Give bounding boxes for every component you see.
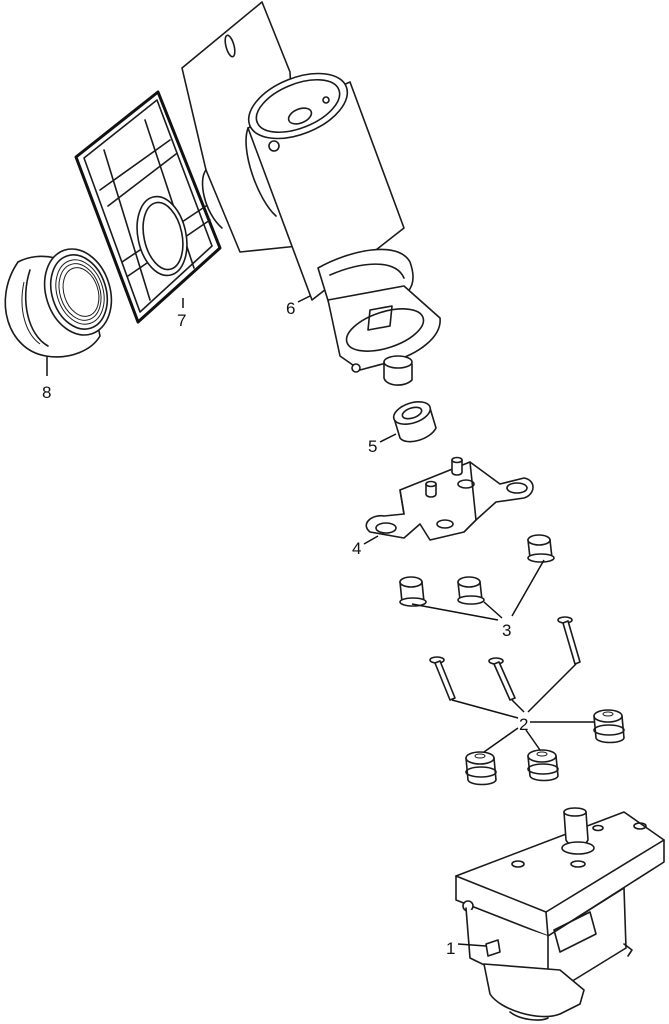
callout-4: 4 xyxy=(352,539,361,558)
bushing xyxy=(527,534,555,563)
part-2-screws-and-grommets xyxy=(429,616,625,786)
leader-line xyxy=(511,559,545,617)
part-5-coupling xyxy=(392,401,437,443)
leader-line xyxy=(525,729,541,751)
callout-2: 2 xyxy=(519,715,528,734)
callout-6: 6 xyxy=(286,299,295,318)
grommet xyxy=(527,749,559,782)
leader-line xyxy=(483,727,519,753)
leader-line xyxy=(457,943,487,947)
callout-5: 5 xyxy=(368,437,377,456)
part-7-grille-frame xyxy=(74,90,222,324)
bushing xyxy=(457,576,485,605)
part-8-threaded-ring xyxy=(4,248,113,358)
leader-line xyxy=(511,699,525,713)
leader-line xyxy=(483,601,503,619)
screw xyxy=(429,656,456,701)
grommet xyxy=(593,709,625,744)
leader-line xyxy=(363,535,379,545)
part-1-gear-motor xyxy=(455,807,665,1021)
screw xyxy=(557,616,581,665)
callout-7: 7 xyxy=(177,311,186,330)
callout-labels: 8 7 6 5 4 3 2 1 xyxy=(42,299,528,958)
leader-line xyxy=(411,603,499,621)
mounting-plate xyxy=(181,1,299,253)
leader-line xyxy=(379,433,397,443)
part-3-bushings xyxy=(399,534,555,607)
leader-line xyxy=(451,699,519,719)
callout-1: 1 xyxy=(446,939,455,958)
bushing xyxy=(399,576,427,607)
leader-line xyxy=(527,663,577,713)
part-4-bracket xyxy=(365,456,534,541)
grommet xyxy=(465,751,497,786)
leader-line xyxy=(297,295,311,303)
leader-lines xyxy=(46,295,594,947)
callout-8: 8 xyxy=(42,383,51,402)
part-6-cylinder-housing xyxy=(245,72,441,386)
screw xyxy=(488,657,516,701)
callout-3: 3 xyxy=(502,621,511,640)
